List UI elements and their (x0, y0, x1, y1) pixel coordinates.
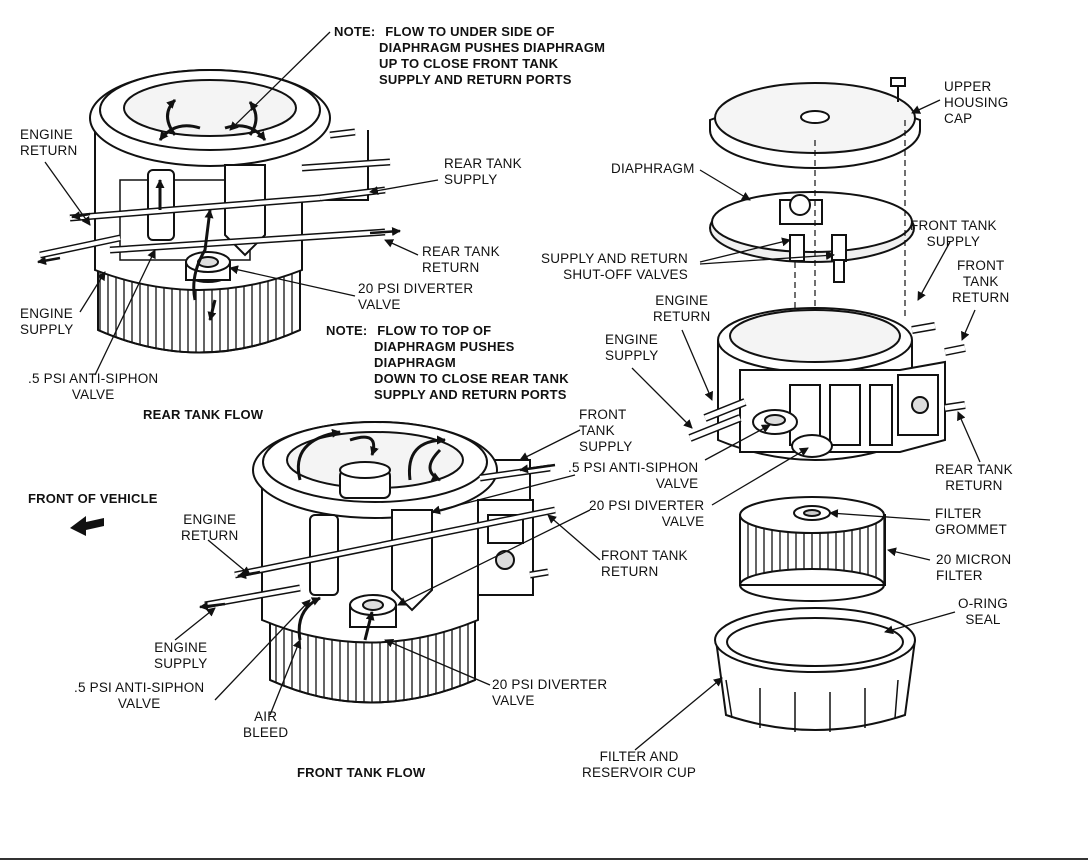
leader-lines (44, 31, 981, 751)
note-top-label: NOTE: FLOW TO UNDER SIDE OF DIAPHRAGM PU… (334, 24, 606, 87)
note-mid-label: NOTE: FLOW TO TOP OF DIAPHRAGM PUSHES DI… (326, 323, 569, 402)
exploded-view-drawing (688, 77, 966, 732)
front-tank-flow-title: FRONT TANK FLOW (297, 765, 426, 780)
rear-tank-flow-drawing (37, 69, 401, 354)
diaphragm-label: DIAPHRAGM (611, 161, 695, 176)
front-of-vehicle-arrow-icon (70, 516, 104, 536)
front-of-vehicle-label: FRONT OF VEHICLE (28, 491, 158, 506)
rear-tank-flow-title: REAR TANK FLOW (143, 407, 264, 422)
front-tank-flow-drawing (199, 421, 556, 704)
bottom-border (0, 858, 1088, 860)
